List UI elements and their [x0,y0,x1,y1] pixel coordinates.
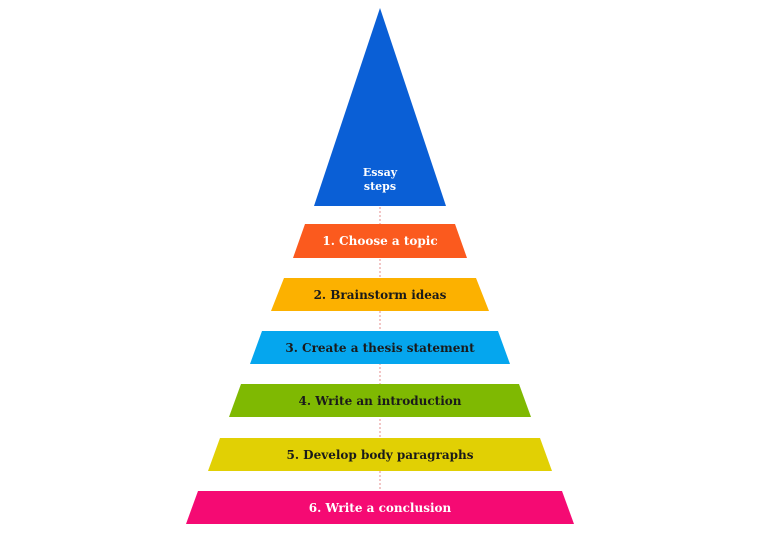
tier-6-shape [186,491,574,524]
tier-1-label: 1. Choose a topic [322,234,437,248]
tier-2-label: 2. Brainstorm ideas [314,288,447,302]
tier-4-shape [229,384,531,417]
apex-triangle [314,8,446,206]
tier-3-label: 3. Create a thesis statement [285,341,475,355]
tier-2-shape [271,278,489,311]
tier-2: 2. Brainstorm ideas [271,278,489,311]
tier-6: 6. Write a conclusion [186,491,574,524]
apex-label-line1: Essay [363,166,398,179]
tier-4-label: 4. Write an introduction [299,394,462,408]
tier-5-label: 5. Develop body paragraphs [286,448,473,462]
tier-5-shape [208,438,552,471]
tier-1: 1. Choose a topic [293,224,467,258]
tier-5: 5. Develop body paragraphs [208,438,552,471]
tier-3: 3. Create a thesis statement [250,331,510,364]
tier-6-label: 6. Write a conclusion [309,501,452,515]
tier-1-shape [293,224,467,258]
tier-3-shape [250,331,510,364]
apex-label-line2: steps [364,180,396,193]
tier-4: 4. Write an introduction [229,384,531,417]
